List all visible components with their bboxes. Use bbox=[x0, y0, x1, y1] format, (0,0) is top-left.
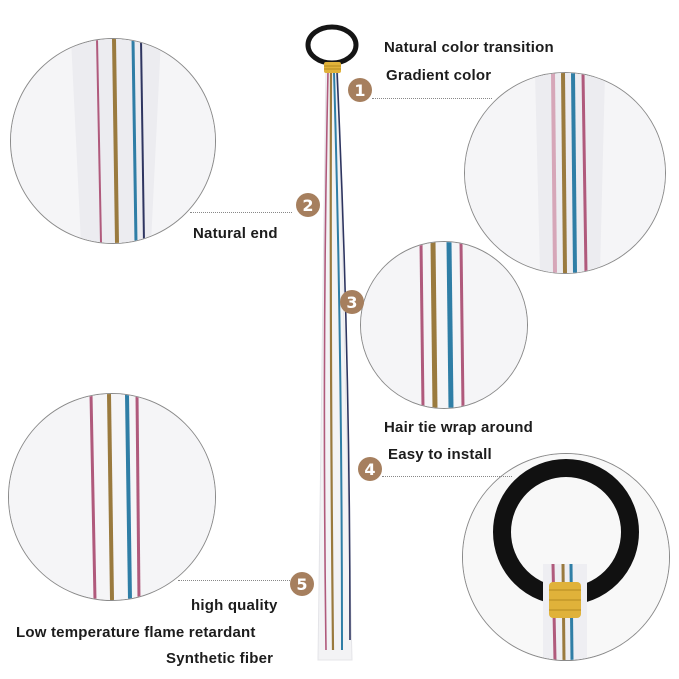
zoom-circle-middle-right bbox=[360, 241, 528, 409]
callout-2-line-1: Natural end bbox=[193, 225, 278, 242]
callout-number-5: 5 bbox=[290, 572, 314, 596]
zoom-circle-top-right bbox=[464, 72, 666, 274]
callout-5-line-3: Synthetic fiber bbox=[166, 650, 274, 667]
strand-detail-icon bbox=[361, 242, 527, 408]
connector-line-2 bbox=[190, 212, 292, 213]
callout-number-4: 4 bbox=[358, 457, 382, 481]
callout-number-1: 1 bbox=[348, 78, 372, 102]
zoom-circle-top-left bbox=[10, 38, 216, 244]
hair-tie-closeup-icon bbox=[463, 454, 669, 660]
strand-blue bbox=[333, 71, 343, 651]
callout-4-line-1: Hair tie wrap around bbox=[384, 419, 534, 436]
callout-4-line-2: Easy to install bbox=[388, 446, 492, 463]
callout-5-line-2: Low temperature flame retardant bbox=[16, 624, 256, 641]
callout-1-line-2: Gradient color bbox=[386, 67, 492, 84]
connector-line-5 bbox=[178, 580, 290, 581]
callout-5-line-1: high quality bbox=[191, 597, 278, 614]
callout-number-3: 3 bbox=[340, 290, 364, 314]
callout-number-2: 2 bbox=[296, 193, 320, 217]
connector-line-1 bbox=[372, 98, 492, 99]
strand-pink bbox=[323, 71, 329, 651]
connector-line-4 bbox=[382, 476, 512, 477]
strand-detail-icon bbox=[9, 394, 215, 600]
strand-navy bbox=[336, 71, 351, 641]
strand-gold bbox=[329, 71, 335, 651]
hair-tie-icon bbox=[305, 24, 359, 66]
zoom-circle-bottom-right bbox=[462, 453, 670, 661]
callout-1-line-1: Natural color transition bbox=[384, 39, 554, 56]
zoom-circle-bottom-left bbox=[8, 393, 216, 601]
strand-detail-icon bbox=[465, 73, 665, 273]
strand-detail-icon bbox=[11, 39, 215, 243]
gold-wrap bbox=[324, 62, 341, 73]
